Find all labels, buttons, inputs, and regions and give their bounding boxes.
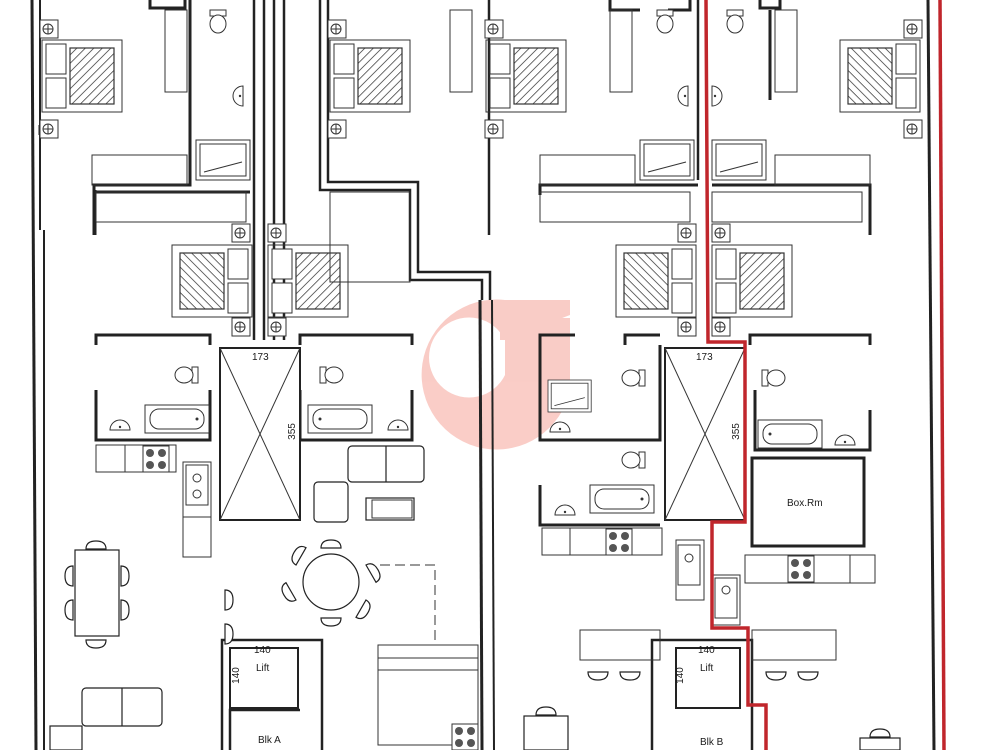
lift-b-label: Lift bbox=[700, 663, 714, 674]
bed-1 bbox=[41, 39, 123, 113]
bed-2 bbox=[329, 39, 411, 113]
block-b-label: Blk B bbox=[700, 737, 724, 748]
bed-8 bbox=[711, 244, 793, 318]
lift-a-depth-label: 140 bbox=[230, 667, 242, 684]
outer-walls bbox=[30, 0, 936, 750]
unit-boundary-highlight bbox=[704, 0, 946, 750]
bed-6 bbox=[267, 244, 349, 318]
box-room bbox=[371, 499, 413, 519]
box-room-label: Box.Rm bbox=[787, 498, 823, 509]
round-dining-table bbox=[278, 539, 436, 640]
lift-a-width-label: 140 bbox=[254, 645, 271, 656]
shaft-a-depth-label: 355 bbox=[286, 423, 298, 440]
lift-cabin-a bbox=[220, 638, 324, 750]
bed-3 bbox=[485, 39, 567, 113]
lounge-furniture-a bbox=[313, 445, 425, 523]
lift-b-depth-label: 140 bbox=[674, 667, 686, 684]
lift-cabin-b bbox=[650, 638, 754, 750]
watermark-logo bbox=[421, 299, 570, 450]
kitchen-sinks bbox=[185, 464, 738, 619]
lift-b-width-label: 140 bbox=[698, 645, 715, 656]
shaft-b-depth-label: 355 bbox=[730, 423, 742, 440]
kitchen-counters bbox=[95, 444, 876, 746]
block-a-label: Blk A bbox=[258, 735, 281, 746]
bed-5 bbox=[171, 244, 253, 318]
lift-shaft-a bbox=[219, 347, 301, 521]
bed-4 bbox=[839, 39, 921, 113]
bed-7 bbox=[615, 244, 697, 318]
wardrobes bbox=[91, 9, 871, 283]
shaft-a-width-label: 173 bbox=[252, 352, 269, 363]
lift-a-label: Lift bbox=[256, 663, 270, 674]
sofa-left bbox=[49, 687, 163, 750]
kitchen-island-stools bbox=[523, 671, 901, 750]
lift-shaft-b bbox=[664, 347, 746, 521]
dining-table-left bbox=[64, 540, 234, 649]
shaft-b-width-label: 173 bbox=[696, 352, 713, 363]
